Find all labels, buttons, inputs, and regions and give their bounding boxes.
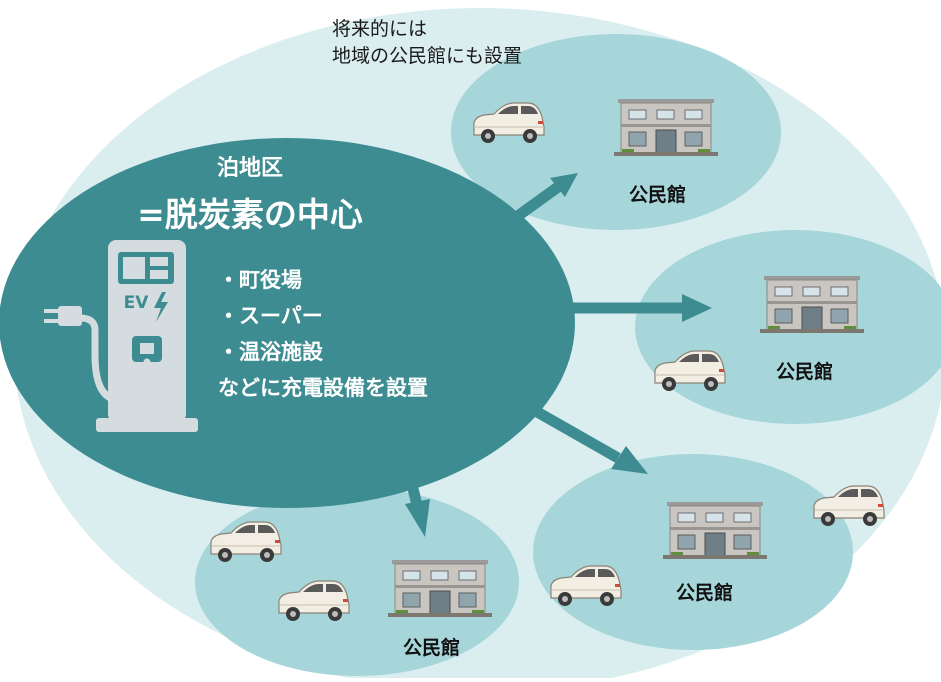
building-icon: [387, 559, 493, 618]
ev-label: EV: [124, 293, 150, 313]
hub-facility-list: ・町役場 ・スーパー ・温浴施設 などに充電設備を設置: [218, 262, 428, 406]
ev-charger-icon: EV: [44, 240, 198, 432]
hub-subtitle: =脱炭素の中心: [137, 195, 363, 234]
arrow-to-top-hall: [511, 182, 562, 223]
arrow-head-bottom-left: [405, 499, 430, 537]
hall-label-bottom-right: 公民館: [676, 582, 734, 604]
building-icon: [759, 275, 865, 334]
future-note-line2: 地域の公民館にも設置: [332, 45, 523, 67]
hall-label-bottom-left: 公民館: [403, 637, 461, 659]
hub-title: 泊地区: [216, 156, 283, 181]
arrow-head-top: [550, 173, 578, 197]
hub-item-town-office: ・町役場: [218, 268, 302, 292]
arrows: [400, 173, 712, 537]
arrow-head-right: [682, 294, 712, 322]
building-icon: [613, 98, 719, 157]
arrow-head-bottom-right: [611, 446, 648, 474]
hub-item-supermarket: ・スーパー: [218, 304, 323, 328]
building-icon: [662, 501, 768, 560]
satellite-region-top: [451, 34, 781, 230]
hall-label-right: 公民館: [776, 361, 834, 383]
arrow-to-bottom-right-hall: [522, 400, 621, 463]
hub-footer: などに充電設備を設置: [218, 376, 428, 400]
future-note-line1: 将来的には: [332, 18, 428, 40]
future-note: 将来的には 地域の公民館にも設置: [332, 16, 522, 70]
hub-item-hot-spring: ・温浴施設: [218, 340, 323, 364]
hall-label-top: 公民館: [629, 184, 687, 206]
